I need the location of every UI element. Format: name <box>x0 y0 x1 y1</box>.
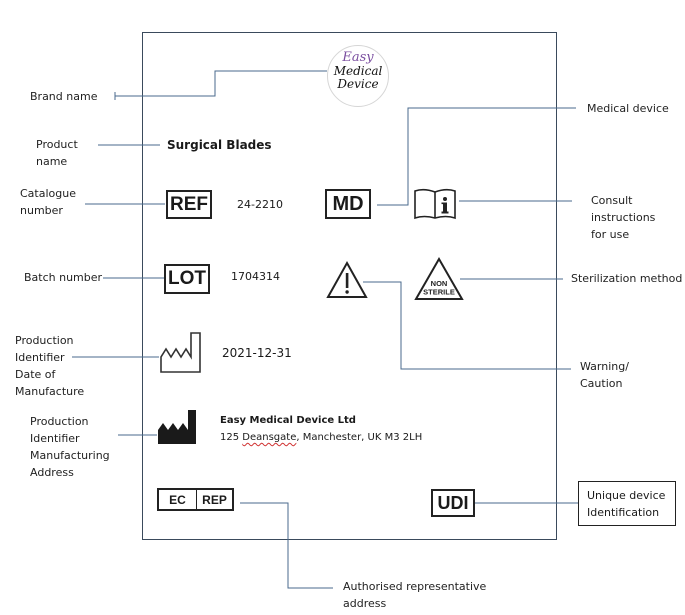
label-line: for use <box>591 228 630 241</box>
warning-icon <box>326 260 368 298</box>
label-line: instructions <box>591 211 656 224</box>
label-line: Production <box>15 334 74 347</box>
udi-symbol-text: UDI <box>437 492 469 513</box>
date-of-manufacture-icon <box>160 332 201 373</box>
label-sterilization-method: Sterilization method <box>571 270 682 287</box>
non-sterile-line-2: STERILE <box>423 288 455 297</box>
logo-line-1: Easy <box>342 50 374 65</box>
ec-rep-left: EC <box>159 490 197 509</box>
label-line: Identifier <box>15 351 65 364</box>
label-brand-name: Brand name <box>30 88 97 105</box>
label-line: number <box>20 204 63 217</box>
label-line: Consult <box>591 194 633 207</box>
md-symbol: MD <box>325 189 371 219</box>
label-date-of-manufacture: Production Identifier Date of Manufactur… <box>15 332 84 400</box>
label-line: name <box>36 155 68 168</box>
label-line: address <box>343 597 387 610</box>
label-catalogue-number: Catalogue number <box>20 185 76 219</box>
label-line: Production <box>30 415 89 428</box>
batch-number-value: 1704314 <box>231 270 280 283</box>
label-batch-number: Batch number <box>24 269 102 286</box>
label-line: Address <box>30 466 74 479</box>
label-udi: Unique device Identification <box>578 481 676 526</box>
catalogue-number-value: 24-2210 <box>237 198 283 211</box>
label-line: Identification <box>587 506 660 519</box>
non-sterile-line-1: NON <box>431 279 448 288</box>
address-prefix: 125 <box>220 432 243 443</box>
udi-symbol: UDI <box>431 489 475 517</box>
manufacturer-address: 125 Deansgate, Manchester, UK M3 2LH <box>220 432 422 443</box>
md-symbol-text: MD <box>332 192 364 215</box>
brand-logo: Easy Medical Device <box>327 45 389 107</box>
manufacturer-icon <box>158 410 196 444</box>
ec-rep-symbol: EC REP <box>157 488 234 511</box>
manufacturer-name: Easy Medical Device Ltd <box>220 415 356 426</box>
label-line: Medical device <box>587 102 669 115</box>
label-consult-instructions: Consult instructions for use <box>591 192 655 243</box>
ref-symbol-text: REF <box>170 193 208 215</box>
lot-symbol: LOT <box>164 264 210 294</box>
logo-line-2: Medical <box>333 64 383 78</box>
label-line: Authorised representative <box>343 580 487 593</box>
label-line: Warning/ <box>580 360 629 373</box>
label-line: Identifier <box>30 432 80 445</box>
logo-line-3: Device <box>337 77 379 91</box>
non-sterile-icon: NON STERILE <box>414 256 464 300</box>
ref-symbol: REF <box>166 190 212 219</box>
label-medical-device: Medical device <box>587 100 669 117</box>
lot-symbol-text: LOT <box>168 268 206 289</box>
label-product-name: Product name <box>36 136 78 170</box>
product-name: Surgical Blades <box>167 138 272 152</box>
label-line: Date of <box>15 368 56 381</box>
label-warning: Warning/ Caution <box>580 358 629 392</box>
label-line: Unique device <box>587 489 666 502</box>
date-of-manufacture-value: 2021-12-31 <box>222 346 292 360</box>
label-line: Brand name <box>30 90 98 103</box>
label-line: Catalogue <box>20 187 76 200</box>
label-line: Product <box>36 138 78 151</box>
ec-rep-right: REP <box>202 492 227 507</box>
label-manufacturing-address: Production Identifier Manufacturing Addr… <box>30 413 110 481</box>
label-line: Manufacture <box>15 385 85 398</box>
label-authorised-rep: Authorised representative address <box>343 578 486 612</box>
label-line: Sterilization method <box>571 272 683 285</box>
label-line: Batch number <box>24 271 103 284</box>
consult-instructions-icon <box>414 188 456 220</box>
label-line: Manufacturing <box>30 449 110 462</box>
address-street: Deansgate <box>242 432 297 443</box>
address-suffix: , Manchester, UK M3 2LH <box>296 432 423 443</box>
label-line: Caution <box>580 377 623 390</box>
